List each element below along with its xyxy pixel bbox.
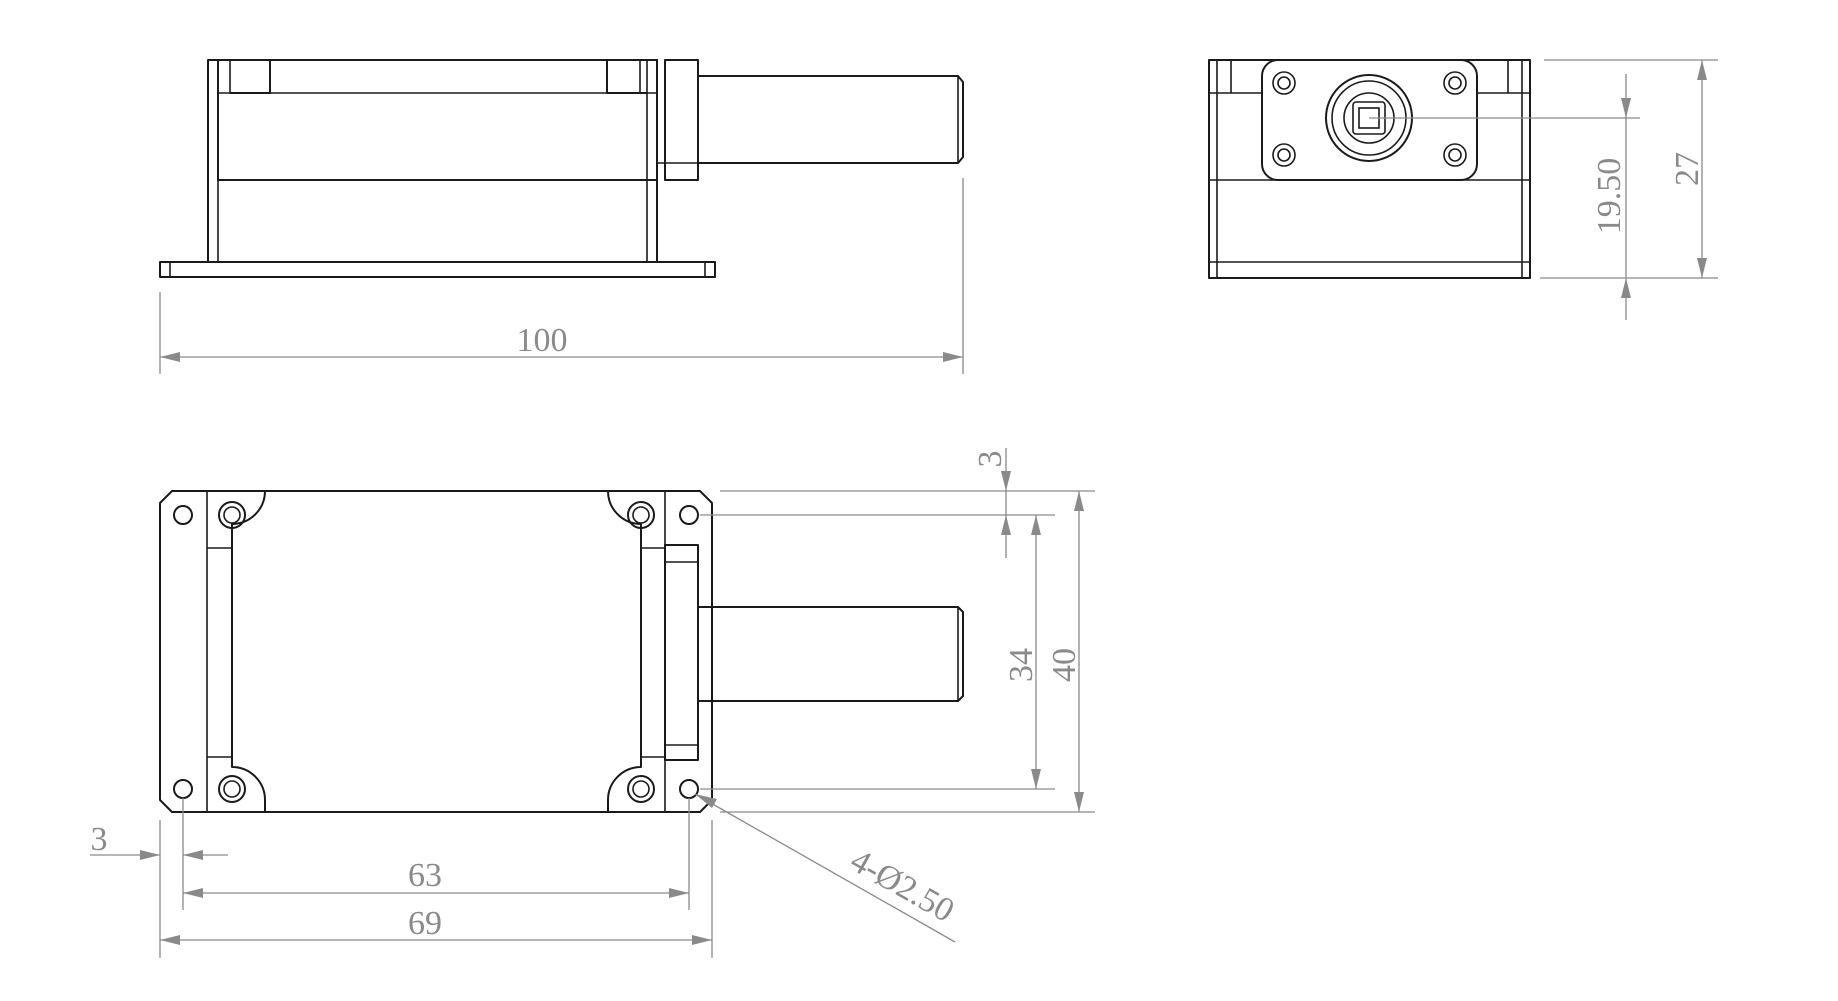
- dim-label-34: 34: [1003, 648, 1040, 682]
- dim-label-100: 100: [517, 322, 568, 359]
- dimension-40: 40: [720, 491, 1095, 813]
- dim-label-19-50: 19.50: [1591, 158, 1628, 235]
- dim-label-69: 69: [408, 905, 442, 942]
- dimension-top-3: 3: [700, 448, 1095, 558]
- front-view: [1208, 59, 1531, 279]
- dim-label-40: 40: [1046, 648, 1083, 682]
- side-view: [159, 59, 964, 278]
- dimension-34: 34: [700, 515, 1055, 790]
- dim-label-27: 27: [1669, 152, 1706, 186]
- top-view: [159, 490, 964, 813]
- dimension-left-3: 3: [90, 798, 228, 958]
- dim-label-top-3: 3: [972, 451, 1009, 468]
- hole-callout: 4-Ø2.50: [694, 793, 960, 943]
- dimension-100: 100: [159, 178, 964, 374]
- dimension-69: 69: [160, 820, 713, 958]
- dimension-63: 63: [183, 798, 690, 910]
- dim-label-hole-callout: 4-Ø2.50: [844, 842, 960, 930]
- dimension-27: 27: [1544, 59, 1718, 278]
- dimension-19-50: 19.50: [1369, 74, 1718, 320]
- dim-label-left-3: 3: [91, 821, 108, 858]
- dim-label-63: 63: [408, 857, 442, 894]
